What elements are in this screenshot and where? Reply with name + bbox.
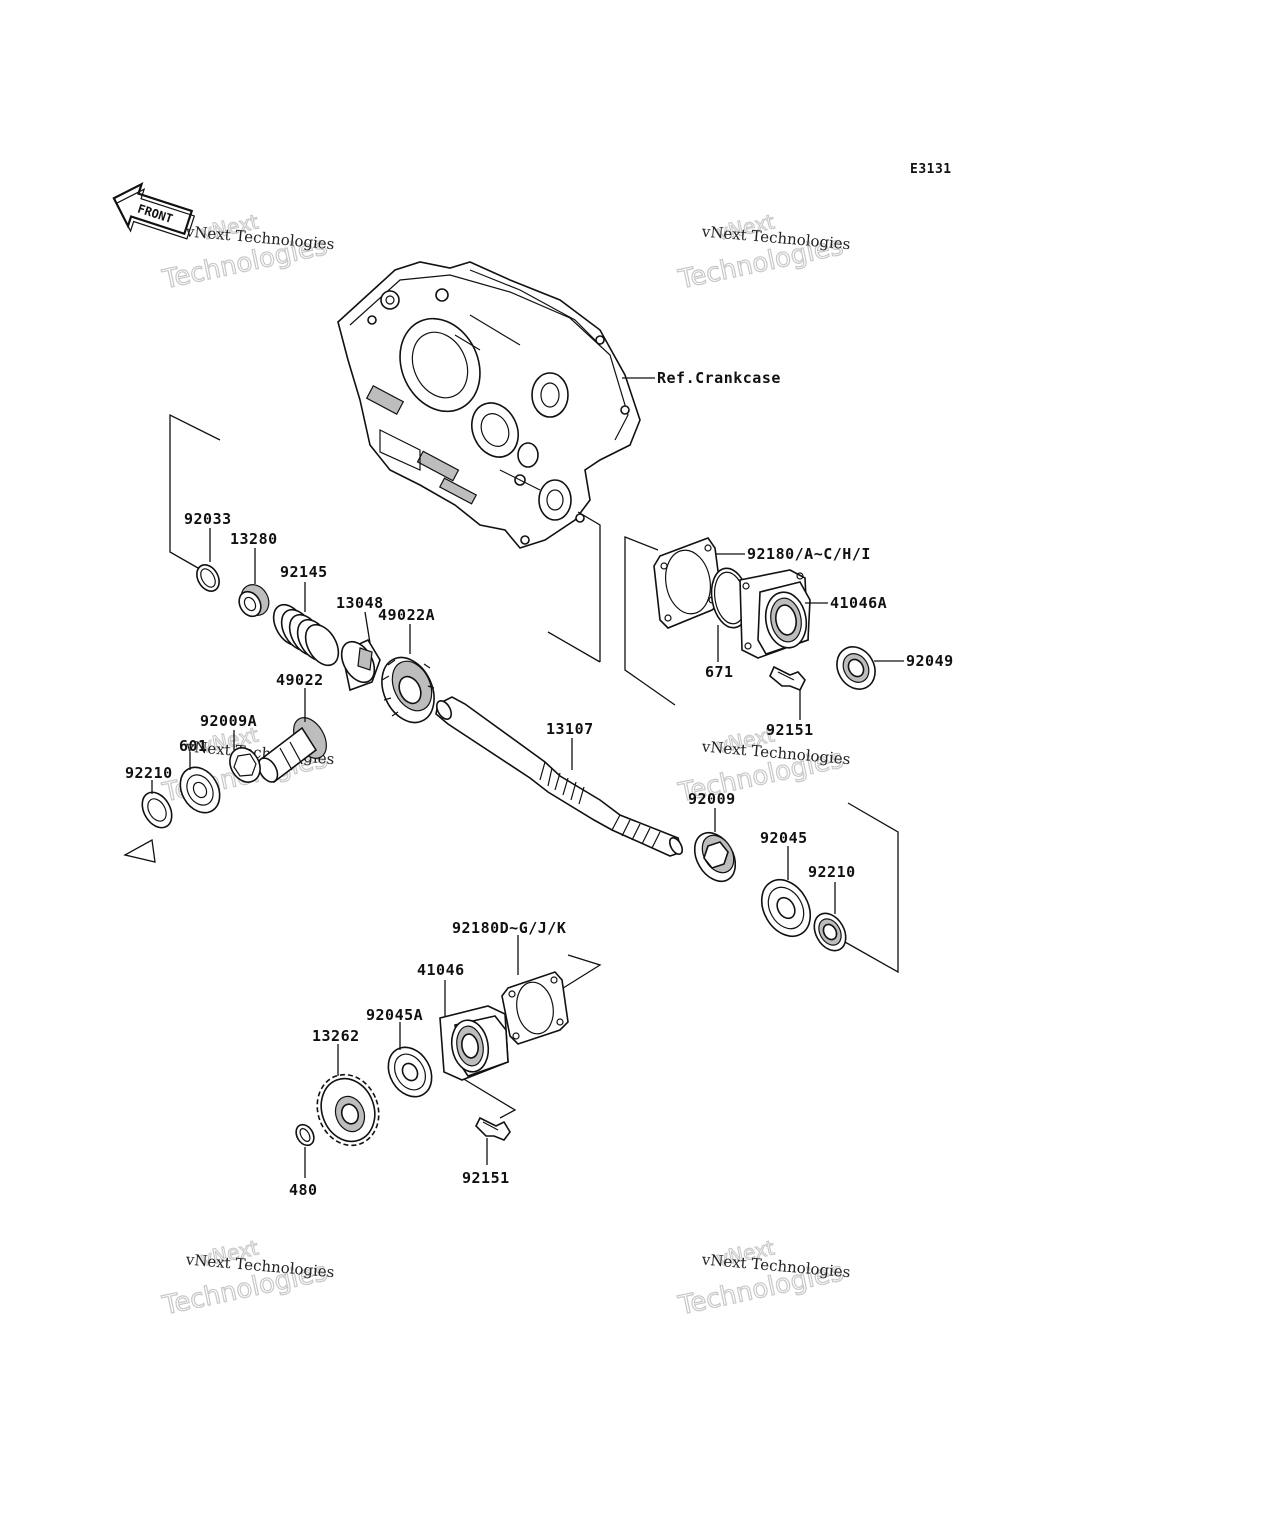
part-92145-spring (272, 603, 340, 667)
bracket-right-lower (844, 802, 899, 974)
label-92033: 92033 (184, 510, 232, 528)
part-49022-pinion (257, 717, 327, 784)
part-92045-bearing (760, 878, 812, 938)
part-92045A-bearing (387, 1046, 433, 1098)
bracket-left-lower (123, 838, 156, 863)
part-13107-shaft (435, 696, 684, 857)
part-480-circlip (295, 1123, 315, 1147)
label-49022: 49022 (276, 671, 324, 689)
label-41046: 41046 (417, 961, 465, 979)
label-41046A: 41046A (830, 594, 887, 612)
label-ref-crankcase: Ref.Crankcase (657, 369, 781, 387)
crankcase (337, 261, 641, 549)
part-92033-circlip (196, 564, 220, 592)
label-49022A: 49022A (378, 606, 435, 624)
label-92151-bottom: 92151 (462, 1169, 510, 1187)
part-601-bearing (179, 766, 221, 814)
bracket-right-upper (624, 536, 676, 706)
part-13262-gear (316, 1073, 380, 1147)
part-49022A-bevel-gear (381, 656, 435, 724)
label-92145: 92145 (280, 563, 328, 581)
part-92180-gasket-bottom (501, 971, 569, 1045)
part-41046A-housing (739, 569, 811, 659)
leader-13048 (364, 611, 371, 644)
bracket-bottom-bolt (461, 1077, 517, 1119)
part-92151-bolt-top (769, 665, 806, 692)
part-92009-nut (693, 831, 737, 883)
label-92210-left: 92210 (125, 764, 173, 782)
front-arrow-icon: FRONT (112, 181, 196, 240)
label-92045: 92045 (760, 829, 808, 847)
watermark-bottom-left: vNext Technologies vNext Technologies (159, 1235, 335, 1322)
label-92151-top: 92151 (766, 721, 814, 739)
part-13048-cam (340, 638, 381, 692)
label-480: 480 (289, 1181, 318, 1199)
label-671: 671 (705, 663, 734, 681)
part-41046-housing (439, 1005, 509, 1081)
label-92009A: 92009A (200, 712, 257, 730)
label-13107: 13107 (546, 720, 594, 738)
part-92009A-nut (229, 747, 261, 783)
bracket-crankcase (547, 511, 601, 663)
diagram-code: E3131 (910, 162, 952, 177)
bracket-bottom (559, 954, 602, 991)
label-92180-bottom: 92180D~G/J/K (452, 919, 566, 937)
bracket-left-upper (169, 413, 221, 569)
watermark-top-right: vNext Technologies vNext Technologies (675, 209, 851, 296)
part-92180-gasket-top (653, 537, 723, 629)
part-92210-seal-left (141, 791, 173, 829)
label-92049: 92049 (906, 652, 954, 670)
watermark-bottom-right: vNext Technologies vNext Technologies (675, 1235, 851, 1322)
label-13262: 13262 (312, 1027, 360, 1045)
label-601: 601 (179, 737, 208, 755)
part-13280-collar (238, 584, 270, 618)
label-13280: 13280 (230, 530, 278, 548)
label-13048: 13048 (336, 594, 384, 612)
part-92210-seal-right (813, 912, 847, 952)
part-92151-bolt-bottom (475, 1116, 511, 1141)
label-92180-top: 92180/A~C/H/I (747, 545, 871, 563)
label-92210-right: 92210 (808, 863, 856, 881)
label-92009: 92009 (688, 790, 736, 808)
label-92045A: 92045A (366, 1006, 423, 1024)
part-92049-seal (836, 646, 876, 690)
